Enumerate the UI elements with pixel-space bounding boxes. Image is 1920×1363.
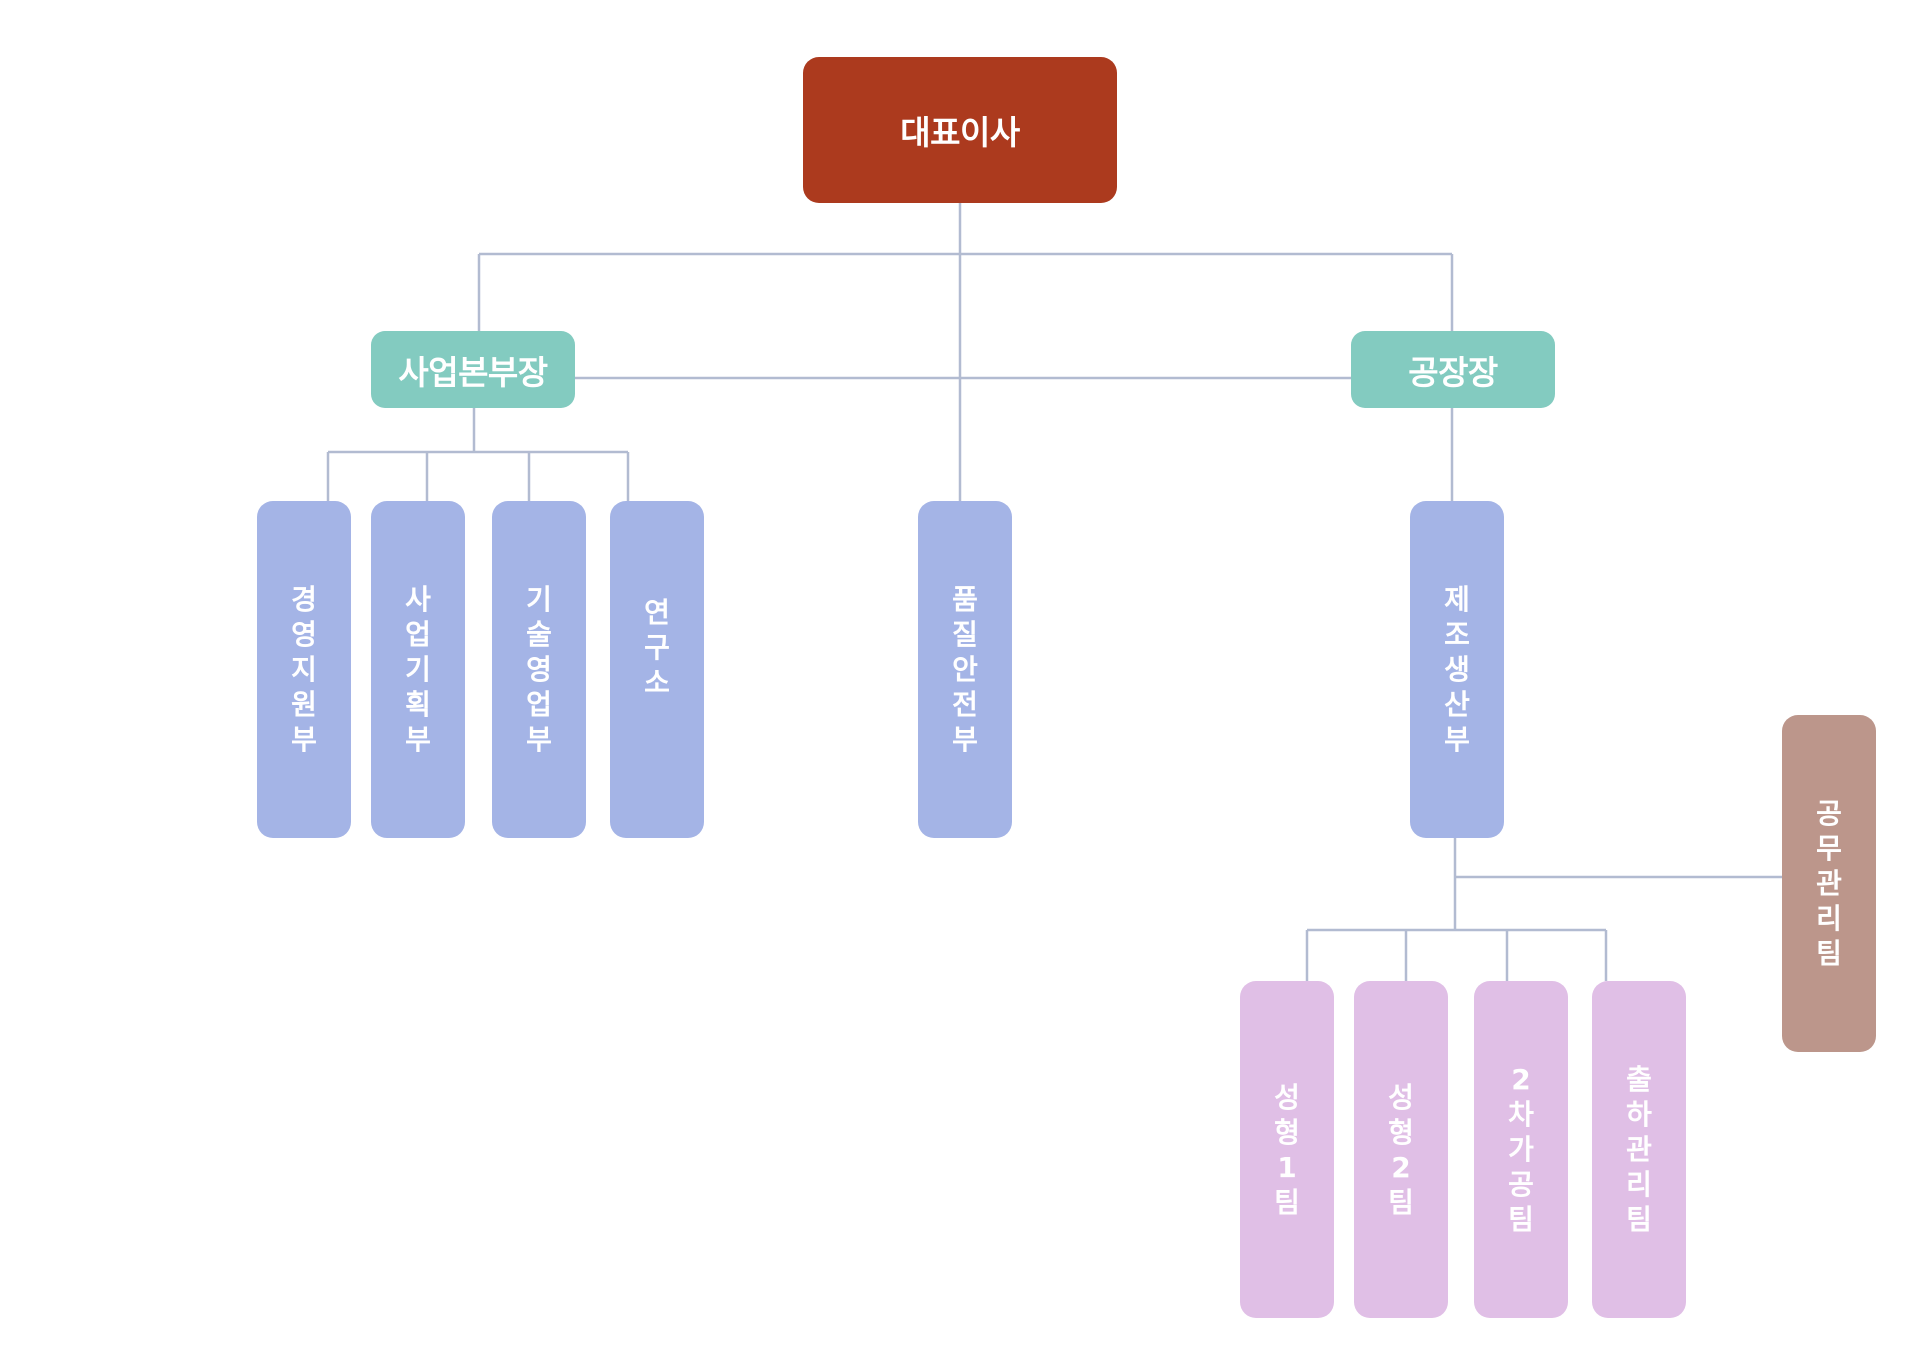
node-secondary-processing: 2차가공팀 (1474, 981, 1568, 1318)
node-label: 사업본부장 (398, 352, 548, 392)
node-label: 출하관리팀 (1626, 1063, 1652, 1236)
node-molding-2: 성형2팀 (1354, 981, 1448, 1318)
node-quality-safety: 품질안전부 (918, 501, 1012, 838)
node-label: 2차가공팀 (1508, 1063, 1534, 1236)
node-factory-head: 공장장 (1351, 331, 1555, 408)
node-research: 연 구 소 (610, 501, 704, 838)
node-management-support: 경영지원부 (257, 501, 351, 838)
node-label: 제조생산부 (1444, 583, 1470, 756)
node-label: 기술영업부 (526, 583, 552, 756)
node-label: 공무관리팀 (1816, 797, 1842, 970)
node-business-head: 사업본부장 (371, 331, 575, 408)
node-label-char: 소 (644, 666, 670, 699)
node-manufacturing: 제조생산부 (1410, 501, 1504, 838)
node-business-planning: 사업기획부 (371, 501, 465, 838)
node-molding-1: 성형1팀 (1240, 981, 1334, 1318)
node-label: 사업기획부 (405, 583, 431, 756)
node-label: 성형1팀 (1274, 1080, 1300, 1219)
node-shipping-management: 출하관리팀 (1592, 981, 1686, 1318)
node-label: 공장장 (1408, 352, 1498, 392)
node-facility-management: 공무관리팀 (1782, 715, 1876, 1052)
node-label: 대표이사 (900, 113, 1020, 152)
node-tech-sales: 기술영업부 (492, 501, 586, 838)
node-label: 성형2팀 (1388, 1080, 1414, 1219)
node-label: 연 구 소 (642, 595, 672, 744)
node-label-char: 구 (644, 631, 670, 664)
node-label: 품질안전부 (952, 583, 978, 756)
node-label: 경영지원부 (291, 583, 317, 756)
node-label-char: 연 (644, 596, 670, 629)
node-ceo: 대표이사 (803, 57, 1117, 203)
